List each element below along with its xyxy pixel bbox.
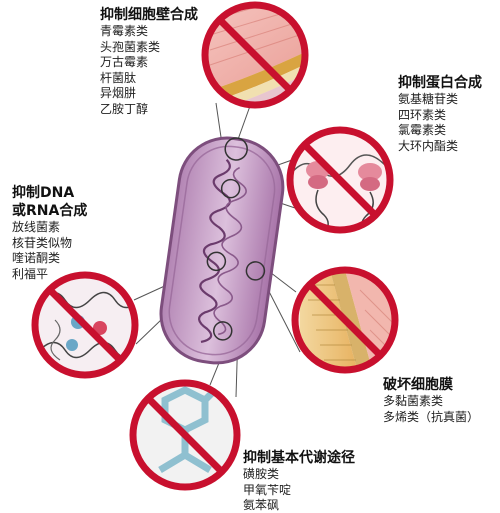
cell-wall-item: 异烟肼 (100, 86, 137, 100)
protein-group: 抑制蛋白合成 氨基糖苷类 四环素类 氯霉素类 大环内酯类 (398, 74, 482, 154)
cell-wall-item: 头孢菌素类 (100, 39, 161, 54)
dna-rna-item: 喹诺酮类 (12, 251, 61, 265)
cell-wall-item: 青霉素类 (100, 24, 149, 38)
protein-item: 大环内酯类 (398, 138, 459, 153)
dna-rna-title-line1: 抑制DNA (12, 185, 75, 201)
dna-rna-title-line2: 或RNA合成 (12, 203, 88, 219)
dna-illustration (31, 271, 139, 379)
dna-rna-item: 核苷类似物 (12, 235, 73, 250)
cell-wall-title: 抑制细胞壁合成 (100, 7, 198, 23)
membrane-item: 多黏菌素类 (383, 394, 444, 408)
protein-title: 抑制蛋白合成 (398, 75, 482, 91)
ribosome-illustration (286, 126, 394, 234)
membrane-item: 多烯类（抗真菌） (383, 409, 480, 424)
membrane-illustration (291, 266, 399, 374)
bacterium-cell (159, 136, 285, 365)
dna-rna-group: 抑制DNA 或RNA合成 放线菌素 核苷类似物 喹诺酮类 利福平 (12, 184, 87, 282)
membrane-title: 破坏细胞膜 (383, 377, 453, 393)
dna-rna-item: 利福平 (12, 266, 49, 281)
metabolism-item: 甲氧苄啶 (243, 482, 292, 497)
protein-item: 四环素类 (398, 107, 447, 122)
cell-wall-illustration (201, 1, 309, 109)
metabolism-illustration (129, 379, 241, 491)
metabolism-title: 抑制基本代谢途径 (243, 450, 355, 466)
protein-item: 氯霉素类 (398, 123, 447, 137)
metabolism-group: 抑制基本代谢途径 磺胺类 甲氧苄啶 氨苯砜 (243, 449, 355, 513)
metabolism-item: 磺胺类 (243, 467, 280, 481)
cell-wall-group: 抑制细胞壁合成 青霉素类 头孢菌素类 万古霉素 杆菌肽 异烟肼 乙胺丁醇 (100, 6, 198, 117)
membrane-group: 破坏细胞膜 多黏菌素类 多烯类（抗真菌） (383, 376, 479, 425)
cell-wall-item: 杆菌肽 (100, 70, 137, 85)
cell-wall-item: 乙胺丁醇 (100, 101, 149, 116)
dna-rna-item: 放线菌素 (12, 220, 61, 234)
protein-item: 氨基糖苷类 (398, 92, 459, 106)
metabolism-item: 氨苯砜 (243, 498, 280, 512)
cell-wall-item: 万古霉素 (100, 55, 149, 69)
